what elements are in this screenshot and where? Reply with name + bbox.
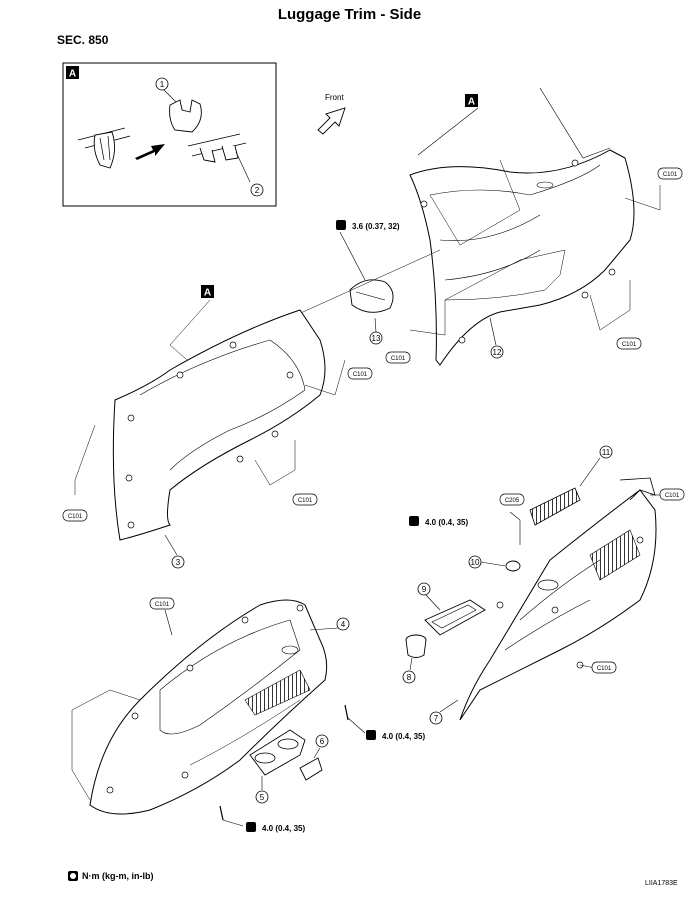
callout-4 <box>336 617 350 631</box>
cap-6 <box>299 757 323 781</box>
callout-2 <box>250 183 264 197</box>
callout-1 <box>155 77 169 91</box>
side-trim-panel-7: 7 4.0 (0.4, 35) C205 C101 C101 <box>409 477 685 725</box>
clip-label-c205: C205 <box>505 498 520 504</box>
side-trim-panel-12: A 12 C101 C101 C101 <box>385 87 683 366</box>
torque-label-3: 4.0 (0.4, 35) <box>382 732 425 741</box>
figure-id: LIIA1783E <box>645 880 678 887</box>
callout-13 <box>369 331 383 345</box>
callout-12-label: 12 <box>493 348 502 357</box>
side-trim-panel-4: 4 C101 4.0 (0.4, 35) 4.0 (0.4, 35) <box>71 597 425 833</box>
callout-4-label: 4 <box>341 620 346 629</box>
side-trim-panel-3: A 3 C101 C101 C101 <box>62 285 373 569</box>
torque-label-1: 3.6 (0.37, 32) <box>352 222 400 231</box>
clip-label: C101 <box>298 498 313 504</box>
callout-2-label: 2 <box>255 186 260 195</box>
callout-11 <box>599 445 613 459</box>
clip-label: C101 <box>391 356 406 362</box>
callout-13-label: 13 <box>372 334 381 343</box>
callout-6-label: 6 <box>320 737 325 746</box>
callout-5 <box>255 790 269 804</box>
clip-label: C101 <box>663 172 678 178</box>
callout-3-label: 3 <box>176 558 181 567</box>
callout-8 <box>402 670 416 684</box>
clip-label: C101 <box>68 514 83 520</box>
callout-12 <box>490 345 504 359</box>
diagram-title: Luggage Trim - Side <box>277 6 422 23</box>
clip-label: C101 <box>622 342 637 348</box>
cup-holder-5: 5 6 <box>249 729 329 804</box>
front-indicator: Front <box>317 93 346 135</box>
front-label: Front <box>325 93 344 102</box>
callout-9-label: 9 <box>422 585 427 594</box>
callout-7-label: 7 <box>434 714 439 723</box>
detail-a-box: A 1 2 <box>62 62 277 207</box>
section-label: SEC. 850 <box>57 33 109 47</box>
callout-11-label: 11 <box>602 448 611 457</box>
callout-6 <box>315 734 329 748</box>
callout-10 <box>468 555 482 569</box>
detail-a-tag-2: A <box>468 97 475 108</box>
torque-icon <box>68 871 78 881</box>
torque-label-4: 4.0 (0.4, 35) <box>262 824 305 833</box>
callout-7 <box>429 711 443 725</box>
clip-label: C101 <box>155 602 170 608</box>
clip-label: C101 <box>665 493 680 499</box>
callout-8-label: 8 <box>407 673 412 682</box>
torque-legend: N·m (kg-m, in-lb) <box>68 871 154 881</box>
legend-text: N·m (kg-m, in-lb) <box>82 871 154 881</box>
parts-8-9-10: 10 9 8 <box>402 555 521 684</box>
clip-label: C101 <box>353 372 368 378</box>
bracket-13: 3.6 (0.37, 32) 13 <box>229 220 441 346</box>
torque-label-2: 4.0 (0.4, 35) <box>425 518 468 527</box>
callout-5-label: 5 <box>260 793 265 802</box>
detail-a-tag-3: A <box>204 288 211 299</box>
callout-9 <box>417 582 431 596</box>
clip-label: C101 <box>597 666 612 672</box>
grille-11: 11 <box>529 445 613 526</box>
callout-3 <box>171 555 185 569</box>
callout-1-label: 1 <box>160 80 165 89</box>
callout-10-label: 10 <box>471 558 480 567</box>
detail-a-tag: A <box>69 69 76 80</box>
